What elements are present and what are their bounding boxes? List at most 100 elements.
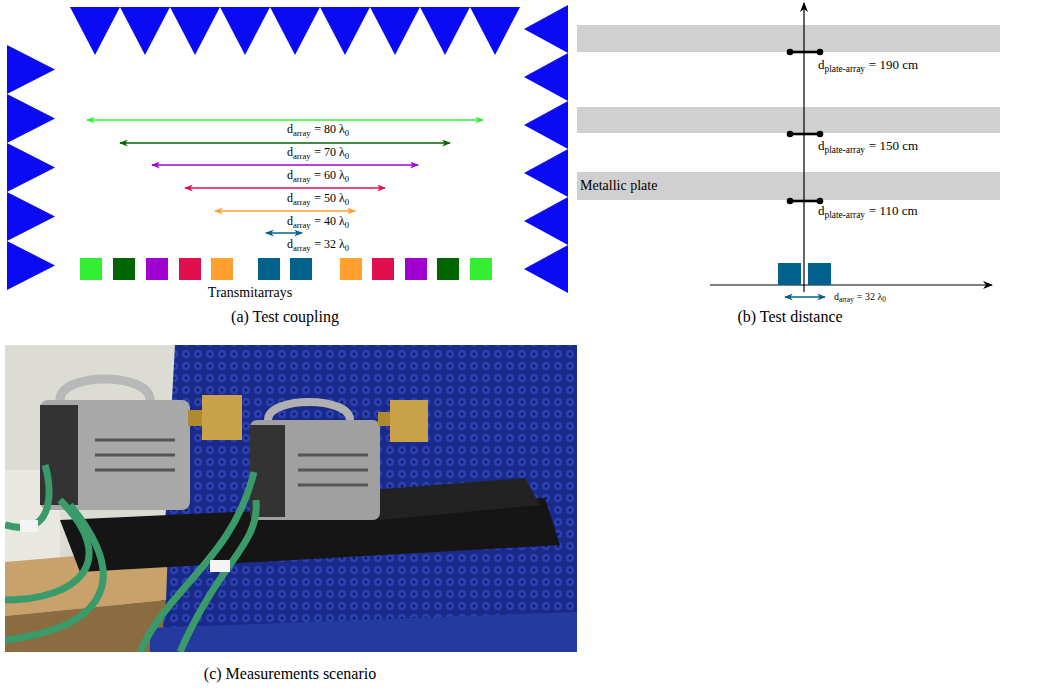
distance-marker — [787, 131, 794, 138]
subscript: 0 — [345, 128, 349, 138]
dimension-label: dplate-array= 150 cm — [818, 138, 918, 156]
subscript: array — [293, 128, 311, 138]
label-text: d — [287, 237, 293, 251]
absorber-top — [270, 7, 320, 55]
dimension-label: darray= 40 λ0 — [287, 214, 349, 230]
label-text: d — [287, 122, 293, 136]
label-text: = 190 cm — [869, 57, 918, 72]
label-text: = 80 λ — [314, 122, 345, 136]
subscript: 0 — [345, 197, 349, 207]
subscript: array — [293, 174, 311, 184]
measurement-photo — [250, 420, 380, 520]
dimension-label: darray= 60 λ0 — [287, 168, 349, 184]
absorber-left — [7, 143, 55, 192]
distance-marker — [790, 51, 820, 54]
transmitarray — [778, 263, 831, 285]
dimension-label: darray= 50 λ0 — [287, 191, 349, 207]
transmitarray — [80, 258, 102, 280]
transmitarray — [405, 258, 427, 280]
measurement-photo — [298, 469, 368, 472]
absorber-top — [370, 7, 420, 55]
transmitarray — [179, 258, 201, 280]
measurement-photo — [5, 505, 103, 640]
transmitarray — [211, 258, 233, 280]
measurement-photo — [40, 400, 190, 510]
measurement-photo — [150, 612, 577, 652]
measurement-photo — [390, 400, 428, 442]
subscript: array — [293, 220, 311, 230]
distance-marker — [787, 49, 794, 56]
transmitarray — [113, 258, 135, 280]
absorber-left — [7, 192, 55, 241]
measurement-photo — [268, 402, 350, 420]
axis — [710, 284, 992, 285]
metallic-plate — [577, 172, 1000, 200]
subscript: 0 — [882, 296, 886, 304]
transmitarray — [146, 258, 168, 280]
distance-marker — [817, 131, 824, 138]
measurement-photo — [95, 469, 175, 472]
measurement-photo — [188, 410, 204, 426]
distance-arrow — [87, 120, 483, 233]
absorber-top — [170, 7, 220, 55]
absorber-right — [524, 101, 568, 149]
absorber-right — [524, 5, 568, 293]
label-text: (c) Measurements scenario — [204, 665, 376, 682]
label-text: d — [287, 168, 293, 182]
subscript: 0 — [345, 151, 349, 161]
transmitarray — [340, 258, 362, 280]
subscript: array — [293, 151, 311, 161]
measurement-photo — [370, 478, 540, 520]
subfigure-caption: (a) Test coupling — [231, 307, 339, 326]
plate-label: Metallic plate — [580, 178, 657, 194]
label-text: = 110 cm — [869, 203, 918, 218]
absorber-left — [7, 45, 55, 290]
distance-arrow — [266, 232, 302, 233]
absorber-top — [320, 7, 370, 55]
subscript: array — [839, 296, 854, 304]
part-label: Transmitarrays — [208, 285, 292, 302]
label-text: Transmitarrays — [208, 285, 292, 300]
transmitarray — [290, 258, 312, 280]
distance-arrow — [785, 297, 825, 298]
measurement-photo — [150, 345, 577, 652]
transmitarray — [258, 258, 280, 280]
subscript: 0 — [345, 220, 349, 230]
dimension-label: darray= 32 λ0 — [287, 237, 349, 253]
measurement-photo — [5, 345, 577, 652]
distance-marker — [787, 198, 794, 205]
measurement-photo — [140, 472, 254, 652]
absorber-top — [120, 7, 170, 55]
distance-marker — [817, 49, 824, 56]
measurement-photo — [298, 454, 368, 457]
absorber-right — [524, 245, 568, 293]
subscript: array — [293, 197, 311, 207]
distance-arrow — [215, 210, 355, 211]
measurement-photo — [210, 560, 230, 572]
measurement-photo — [5, 345, 577, 652]
distance-arrow — [152, 164, 418, 165]
label-text: (b) Test distance — [737, 308, 842, 325]
subscript: plate-array — [825, 64, 865, 74]
dimension-label: dplate-array = 190 cm — [818, 57, 918, 75]
absorber-right — [524, 5, 568, 53]
absorber-left — [7, 45, 55, 94]
absorber-top — [220, 7, 270, 55]
absorber-top — [70, 7, 520, 55]
dimension-label: darray= 80 λ0 — [287, 122, 349, 138]
subscript: plate-array — [825, 145, 865, 155]
subfigure-caption: (c) Measurements scenario — [204, 664, 376, 683]
absorber-right — [524, 149, 568, 197]
subscript: 0 — [345, 243, 349, 253]
measurement-photo — [95, 440, 175, 470]
measurement-photo — [378, 412, 392, 426]
label-text: d — [818, 57, 825, 72]
measurement-photo — [298, 455, 368, 485]
transmitarray — [372, 258, 394, 280]
label-text: d — [287, 145, 293, 159]
label-text: = 32 λ — [857, 291, 883, 302]
absorber-right — [524, 53, 568, 101]
distance-marker — [787, 49, 824, 205]
absorber-top — [470, 7, 520, 55]
